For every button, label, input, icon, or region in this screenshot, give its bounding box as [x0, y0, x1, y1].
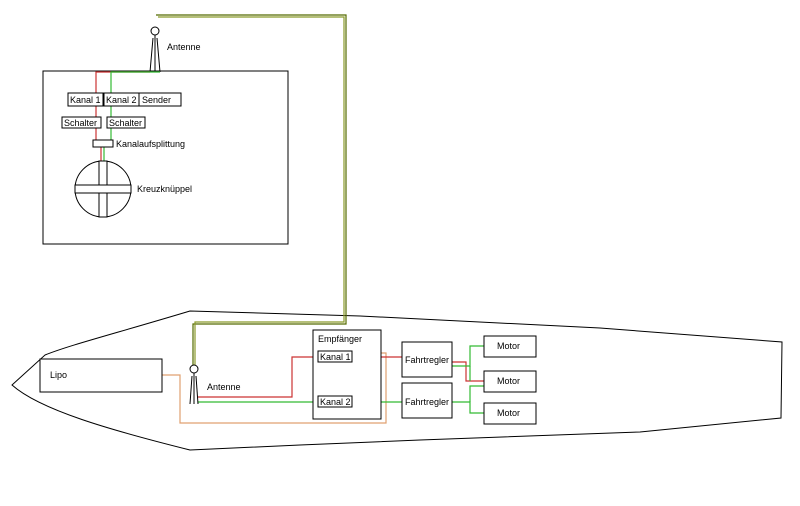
motor3-label: Motor	[497, 408, 520, 418]
esc1-label: Fahrtregler	[405, 355, 449, 365]
rx-kanal1-box	[317, 350, 353, 363]
antenna-top-head	[150, 26, 160, 36]
tx-kanal1-label: Kanal 1	[70, 95, 101, 105]
antenna-top-mast-left	[149, 37, 154, 73]
antenna-boat	[189, 364, 199, 405]
esc1-box	[401, 341, 453, 378]
lipo-power-wire	[162, 352, 387, 424]
rx-kanal2-label: Kanal 2	[320, 397, 351, 407]
motor1-label: Motor	[497, 341, 520, 351]
receiver-label: Empfänger	[318, 334, 362, 344]
esc2-to-motor-wire-upper	[469, 385, 484, 402]
tx-sender-label: Sender	[142, 95, 171, 105]
tx-kanal2-label: Kanal 2	[106, 95, 137, 105]
lipo-box	[39, 358, 163, 393]
tx-sender-box	[138, 92, 182, 107]
rx-kanal1-label: Kanal 1	[320, 352, 351, 362]
antenna-boat-mast-right	[195, 375, 199, 405]
esc2-box	[401, 382, 453, 419]
tx-schalter2-label: Schalter	[109, 118, 142, 128]
antenna-boat-label: Antenne	[207, 382, 241, 392]
esc2-label: Fahrtregler	[405, 397, 449, 407]
esc1-to-motor-wire	[452, 361, 484, 382]
tx-split-box	[92, 139, 114, 148]
antenna-top	[149, 26, 161, 73]
tx-split-label: Kanalaufsplittung	[116, 139, 185, 149]
antenna-link-wire-inner	[158, 16, 345, 372]
antenna-boat-mast-left	[189, 375, 193, 405]
boat-hull	[11, 310, 783, 451]
esc1-to-motor-wire-green	[452, 345, 484, 367]
antenna-top-mast-right	[156, 37, 161, 73]
lipo-label: Lipo	[50, 370, 67, 380]
tx-schalter1-label: Schalter	[64, 118, 97, 128]
joystick-label: Kreuzknüppel	[137, 184, 192, 194]
motor3-box	[483, 402, 537, 425]
motor2-box	[483, 370, 537, 393]
joystick-cross-center	[99, 185, 107, 193]
motor2-label: Motor	[497, 376, 520, 386]
esc2-to-motor-wire	[452, 401, 484, 414]
antenna-top-label: Antenne	[167, 42, 201, 52]
tx-kanal1-box	[67, 92, 104, 107]
boat-channel1-wire	[198, 356, 318, 398]
joystick-icon	[74, 160, 132, 218]
rx-kanal2-box	[317, 395, 353, 408]
antenna-link-wire-outer	[156, 14, 347, 372]
tx-schalter2-box	[106, 116, 146, 129]
motor1-box	[483, 335, 537, 358]
tx-channel2-wire	[110, 71, 160, 93]
antenna-boat-head	[189, 364, 199, 374]
tx-schalter1-box	[61, 116, 102, 129]
